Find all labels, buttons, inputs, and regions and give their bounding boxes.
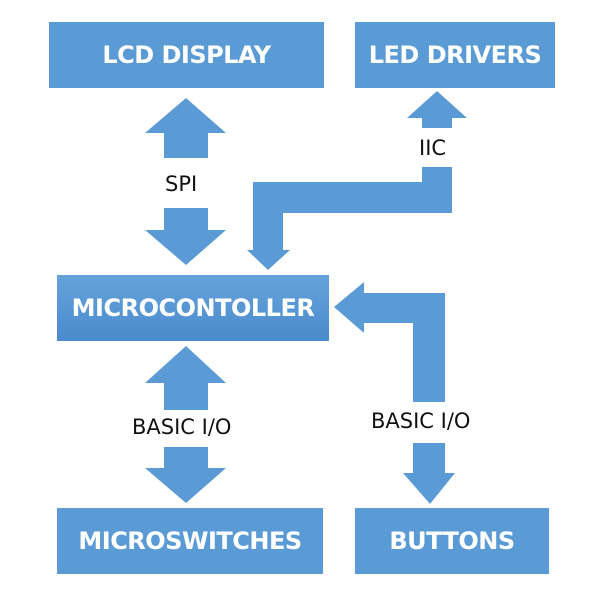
basic-io-right-label: BASIC I/O (371, 409, 471, 433)
microswitches-label: MICROSWITCHES (78, 527, 302, 555)
lcd-display-block: LCD DISPLAY (49, 22, 324, 88)
basic-io-right-down-arrow (403, 443, 455, 504)
spi-down-arrow (145, 208, 226, 265)
iic-bent-arrow (247, 167, 452, 270)
buttons-block: BUTTONS (355, 508, 549, 574)
microcontroller-label: MICROCONTOLLER (71, 294, 315, 322)
led-drivers-label: LED DRIVERS (368, 41, 542, 69)
basic-io-left-up-arrow (145, 346, 226, 410)
microswitches-block: MICROSWITCHES (57, 508, 323, 574)
spi-label: SPI (165, 172, 198, 196)
basic-io-left-down-arrow (145, 447, 226, 503)
lcd-display-label: LCD DISPLAY (102, 41, 271, 69)
buttons-label: BUTTONS (389, 527, 515, 555)
basic-io-left-label: BASIC I/O (132, 415, 232, 439)
basic-io-right-bent-arrow (334, 282, 445, 402)
microcontroller-block: MICROCONTOLLER (57, 275, 329, 341)
led-drivers-block: LED DRIVERS (355, 22, 555, 88)
spi-up-arrow (145, 98, 226, 158)
iic-label: IIC (419, 136, 447, 160)
iic-up-arrow (407, 91, 467, 128)
